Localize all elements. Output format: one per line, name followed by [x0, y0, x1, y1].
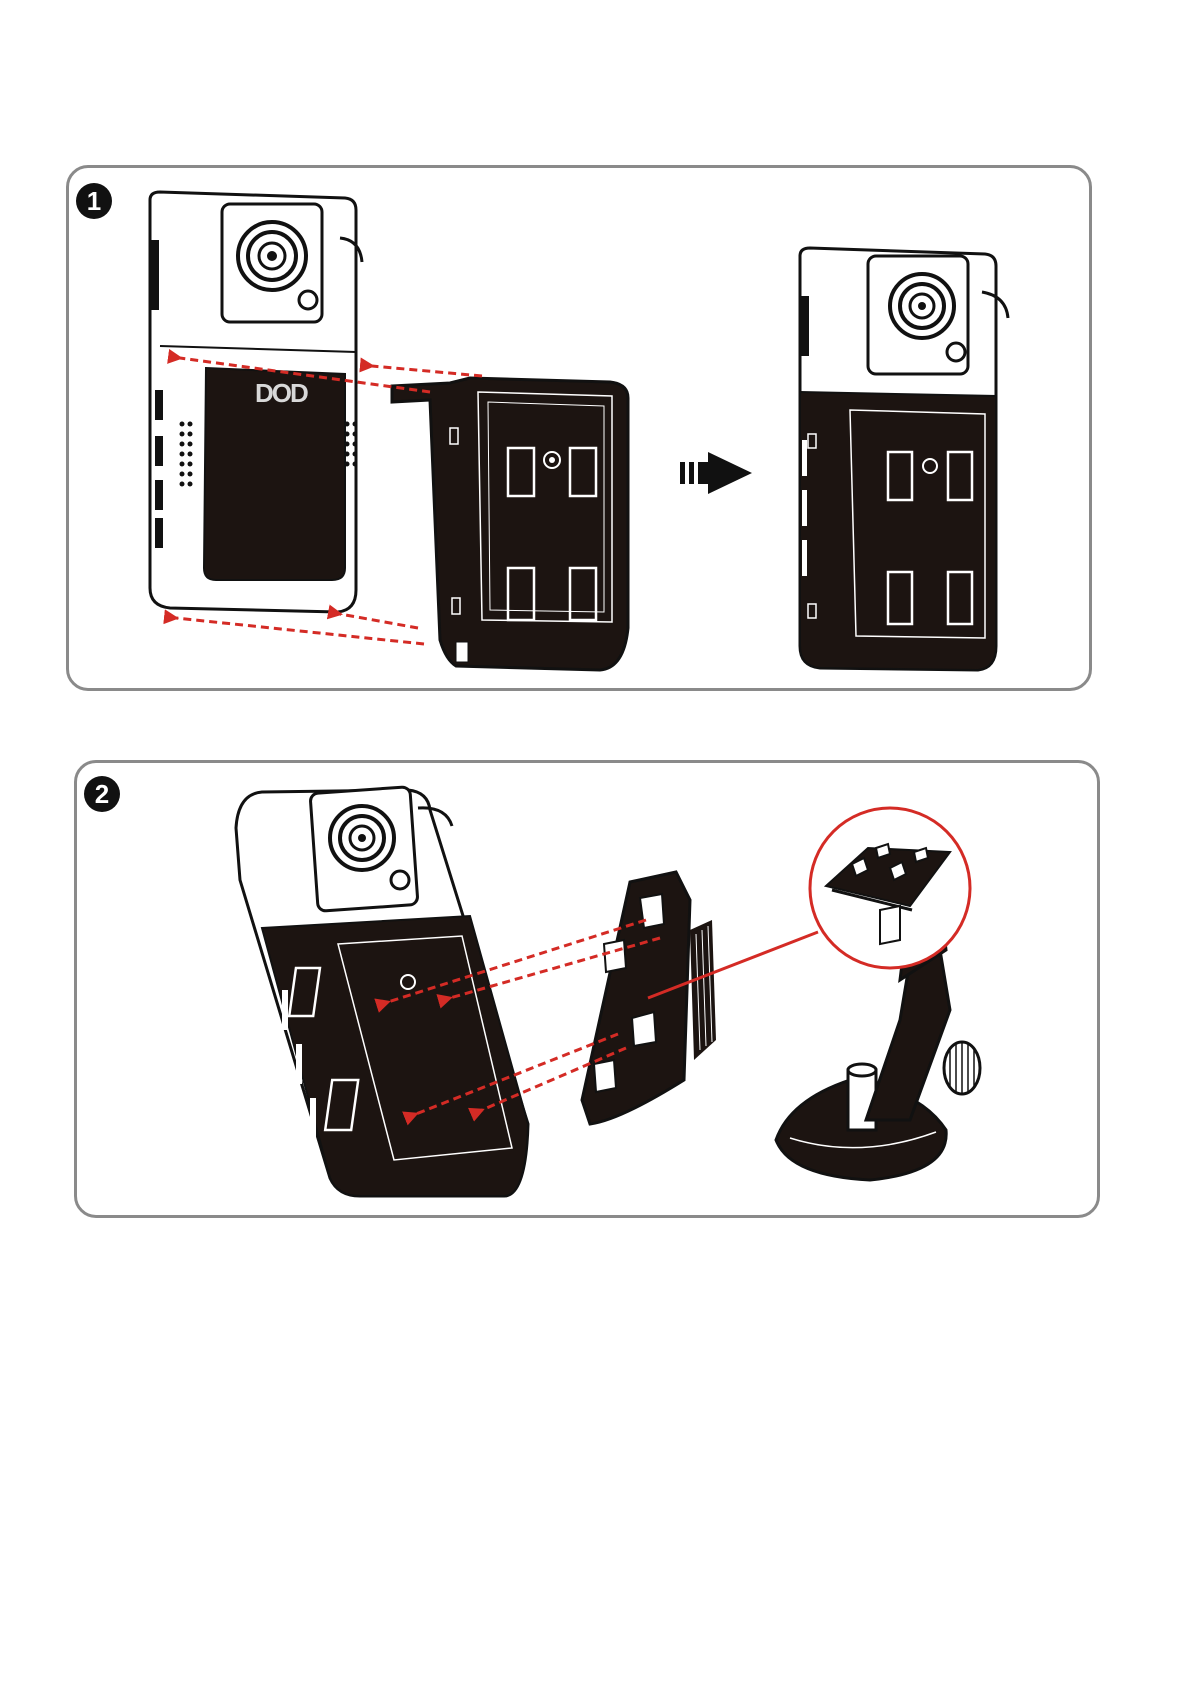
camera-lens-icon [890, 274, 954, 338]
camera-assembled-view [800, 248, 1008, 670]
camera-lens-icon [330, 806, 394, 870]
mount-head-zoom [810, 808, 970, 968]
camera-front-view: DOD [150, 192, 362, 612]
camera-lens-icon [238, 222, 306, 290]
back-plate [392, 378, 628, 670]
camera-with-plate [223, 787, 528, 1196]
result-arrow-icon [680, 452, 752, 494]
camera-brand-logo: DOD [255, 378, 308, 408]
